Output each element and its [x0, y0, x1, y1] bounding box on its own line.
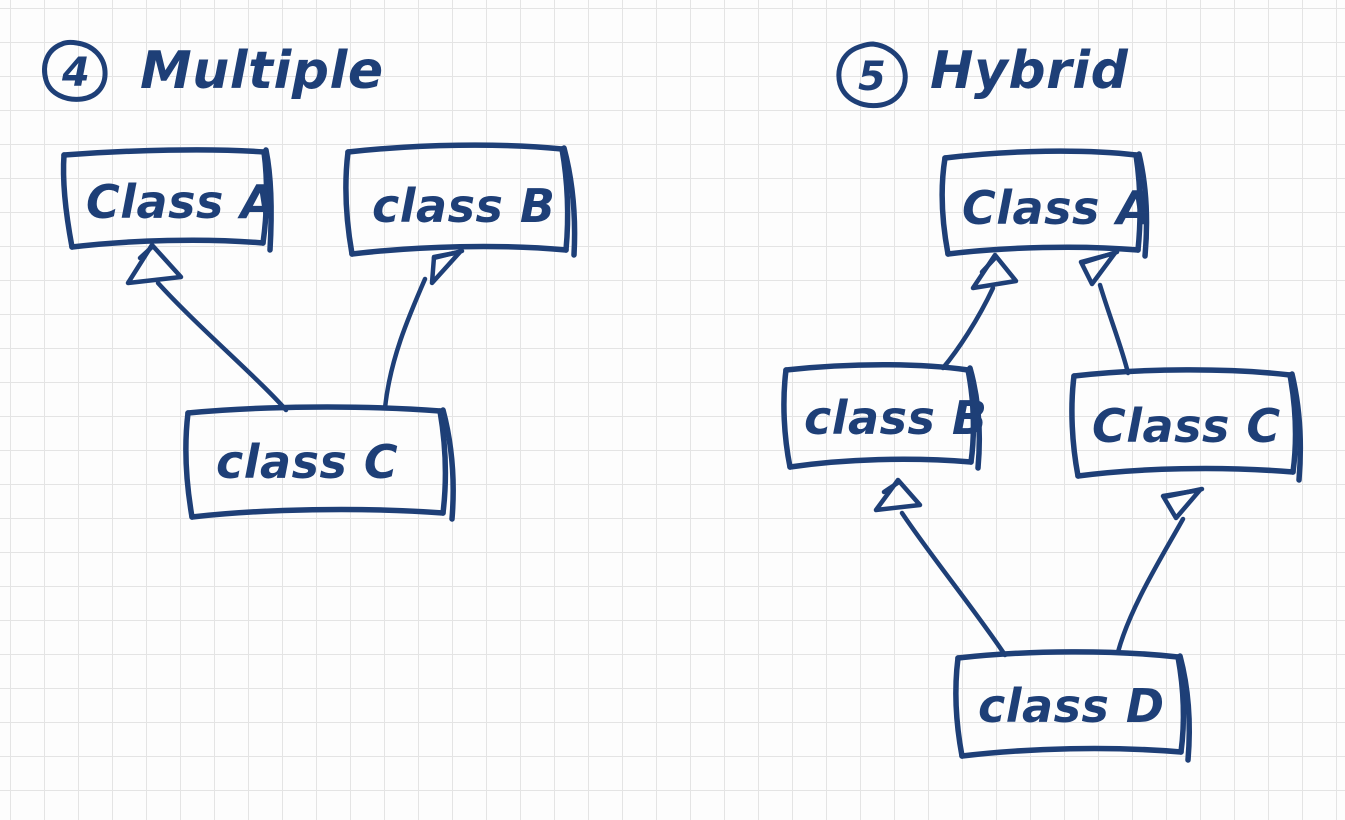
- class-label-a-hybrid: Class A: [962, 181, 1152, 235]
- class-label-c-hybrid: Class C: [1092, 399, 1281, 453]
- section-multiple: 4 Multiple Class A class B: [42, 39, 578, 522]
- class-label-b-hybrid: class B: [804, 391, 987, 445]
- section-hybrid: 5 Hybrid Class A class B: [781, 41, 1304, 763]
- edge-c-to-a-hybrid: [1078, 249, 1131, 376]
- class-box-b-multiple[interactable]: [343, 142, 578, 258]
- edge-c-to-b-multiple: [382, 248, 465, 411]
- class-box-a-multiple[interactable]: [60, 147, 274, 253]
- class-label-d-hybrid: class D: [978, 679, 1165, 733]
- section-title-hybrid: Hybrid: [930, 41, 1129, 101]
- edge-d-to-c-hybrid: [1115, 486, 1205, 655]
- class-label-a-multiple: Class A: [86, 175, 276, 229]
- class-box-d-hybrid[interactable]: [953, 649, 1193, 763]
- section-number-4: 4: [61, 50, 90, 96]
- class-box-c-multiple[interactable]: [183, 404, 456, 522]
- section-number-badge-4: [42, 39, 108, 102]
- class-label-b-multiple: class B: [372, 179, 555, 233]
- class-label-c-multiple: class C: [216, 435, 398, 489]
- section-number-badge-5: [836, 41, 908, 109]
- edge-d-to-b-hybrid: [873, 477, 1008, 658]
- section-title-multiple: Multiple: [140, 41, 384, 101]
- class-box-c-hybrid[interactable]: [1069, 367, 1304, 483]
- edge-c-to-a-multiple: [125, 242, 289, 413]
- edge-b-to-a-hybrid: [940, 252, 1019, 371]
- section-number-5: 5: [858, 54, 886, 100]
- class-box-a-hybrid[interactable]: [939, 148, 1150, 259]
- class-box-b-hybrid[interactable]: [781, 362, 983, 471]
